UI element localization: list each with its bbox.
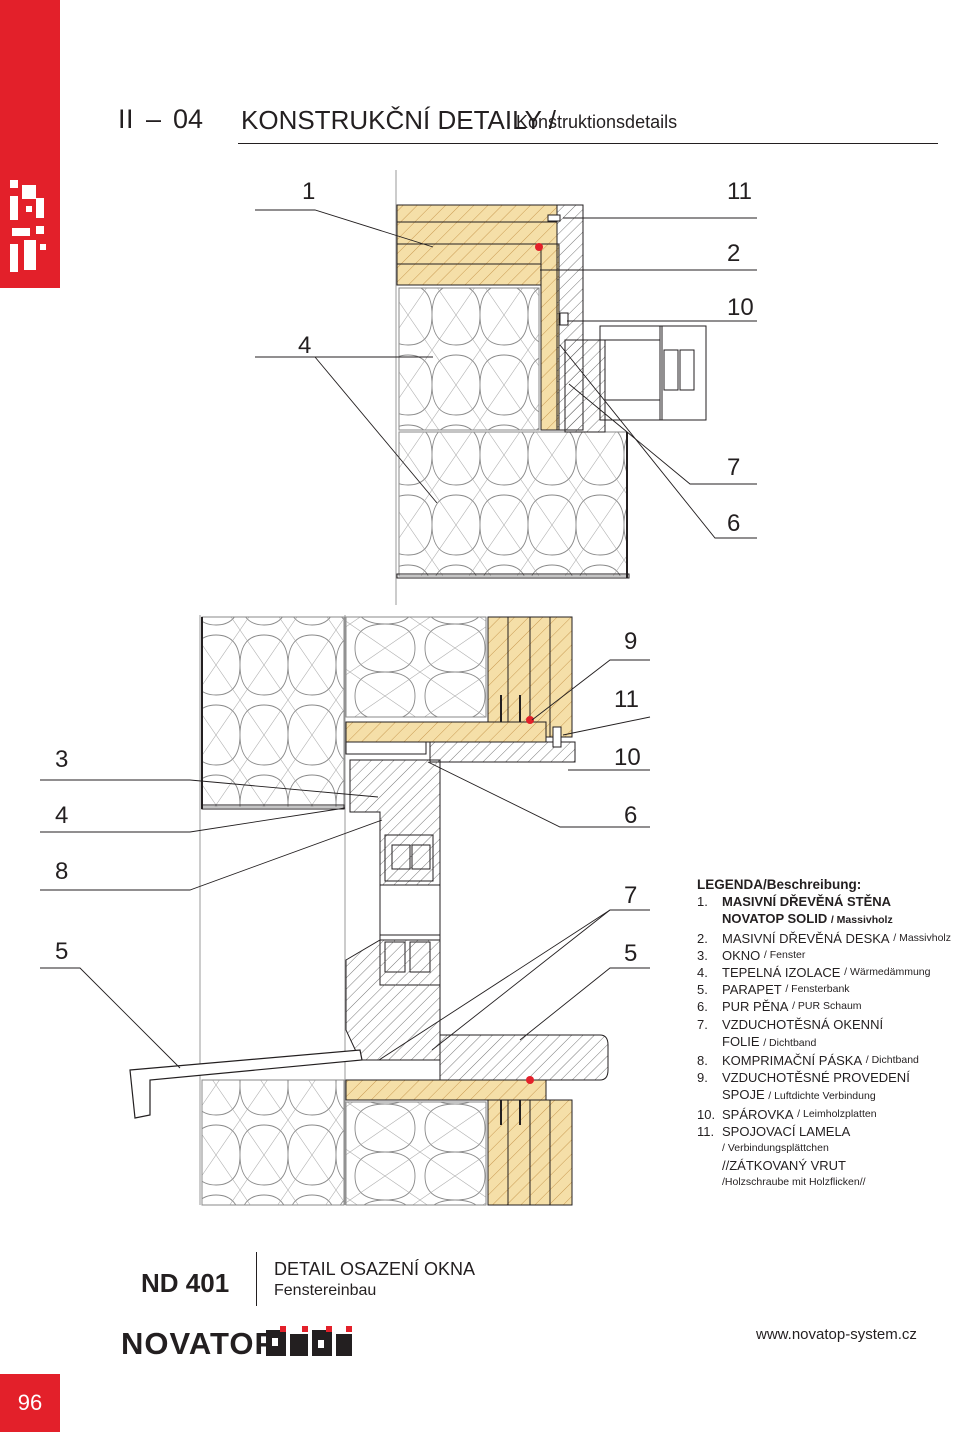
legend-item: 2. MASIVNÍ DŘEVĚNÁ DESKA / Massivholz: [697, 930, 951, 946]
legend-item: 11. SPOJOVACÍ LAMELA: [697, 1123, 851, 1139]
legend: LEGENDA/Beschreibung: 1. MASIVNÍ DŘEVĚNÁ…: [697, 876, 959, 1192]
legend-item: 8. KOMPRIMAČNÍ PÁSKA / Dichtband: [697, 1053, 919, 1069]
callout-3: 3: [55, 746, 69, 773]
callout-5-lower: 5: [624, 940, 638, 967]
detail-subtitle: Fenstereinbau: [274, 1282, 377, 1299]
legend-item-cont: NOVATOP SOLID / Massivholz: [722, 911, 893, 927]
legend-item: 6. PUR PĚNA / PUR Schaum: [697, 999, 862, 1015]
airtight-seal-marker: [535, 243, 543, 251]
section-subtitle: Konstruktionsdetails: [516, 112, 678, 132]
callout-2: 2: [727, 240, 741, 267]
callout-11: 11: [727, 178, 752, 205]
airtight-seal-marker: [526, 1076, 534, 1084]
legend-item-cont: / Verbindungsplättchen: [722, 1142, 829, 1155]
website-link[interactable]: www.novatop-system.cz: [756, 1326, 917, 1343]
section-number: II: [118, 104, 135, 134]
novatop-logo-icon: [266, 1326, 352, 1356]
page-number-tab: [0, 1374, 60, 1432]
callout-leaders: [40, 209, 757, 1069]
callout-6-lower: 6: [624, 802, 638, 829]
legend-item: 3. OKNO / Fenster: [697, 947, 806, 963]
legend-item: 4. TEPELNÁ IZOLACE / Wärmedämmung: [697, 965, 931, 981]
section-code: 04: [173, 104, 204, 134]
legend-item-cont: SPOJE / Luftdichte Verbindung: [722, 1087, 876, 1103]
section-side-tab: [0, 0, 60, 288]
header-rule: [238, 143, 938, 144]
sill-detail: [129, 615, 609, 1206]
airtight-seal-marker: [526, 716, 534, 724]
legend-item: 9. VZDUCHOTĚSNÉ PROVEDENÍ: [697, 1070, 910, 1086]
callout-10-lower: 10: [614, 744, 641, 771]
callout-9: 9: [624, 628, 638, 655]
legend-item-cont: /Holzschraube mit Holzflicken//: [722, 1176, 866, 1189]
detail-title: DETAIL OSAZENÍ OKNA: [274, 1259, 476, 1279]
callout-6: 6: [727, 510, 741, 537]
legend-title: LEGENDA/Beschreibung:: [697, 877, 862, 892]
callout-5: 5: [55, 938, 69, 965]
legend-item: 1. MASIVNÍ DŘEVĚNÁ STĚNA: [697, 894, 892, 910]
page-number: 96: [17, 1390, 43, 1415]
callout-10: 10: [727, 294, 754, 321]
callout-11-lower: 11: [614, 686, 639, 713]
section-dash: –: [146, 104, 162, 134]
lintel-detail: [395, 170, 707, 605]
callout-7: 7: [727, 454, 741, 481]
legend-item-cont: FOLIE / Dichtband: [722, 1033, 817, 1049]
legend-item-cont: //ZÁTKOVANÝ VRUT: [722, 1158, 846, 1174]
section-title: KONSTRUKČNÍ DETAILY /: [241, 105, 556, 135]
novatop-pattern-icon: [10, 180, 46, 272]
detail-code: ND 401: [141, 1268, 230, 1298]
callout-4: 4: [298, 332, 312, 359]
callout-4-lower: 4: [55, 802, 69, 829]
callout-8: 8: [55, 858, 69, 885]
brand-logo-text: NOVATOP: [121, 1326, 277, 1361]
legend-item: 5. PARAPET / Fensterbank: [697, 982, 850, 998]
legend-item: 7. VZDUCHOTĚSNÁ OKENNÍ: [697, 1016, 884, 1032]
caption-divider: [256, 1252, 257, 1306]
callout-1: 1: [302, 178, 316, 205]
legend-item: 10. SPÁROVKA / Leimholzplatten: [697, 1106, 877, 1122]
callout-7-lower: 7: [624, 882, 638, 909]
